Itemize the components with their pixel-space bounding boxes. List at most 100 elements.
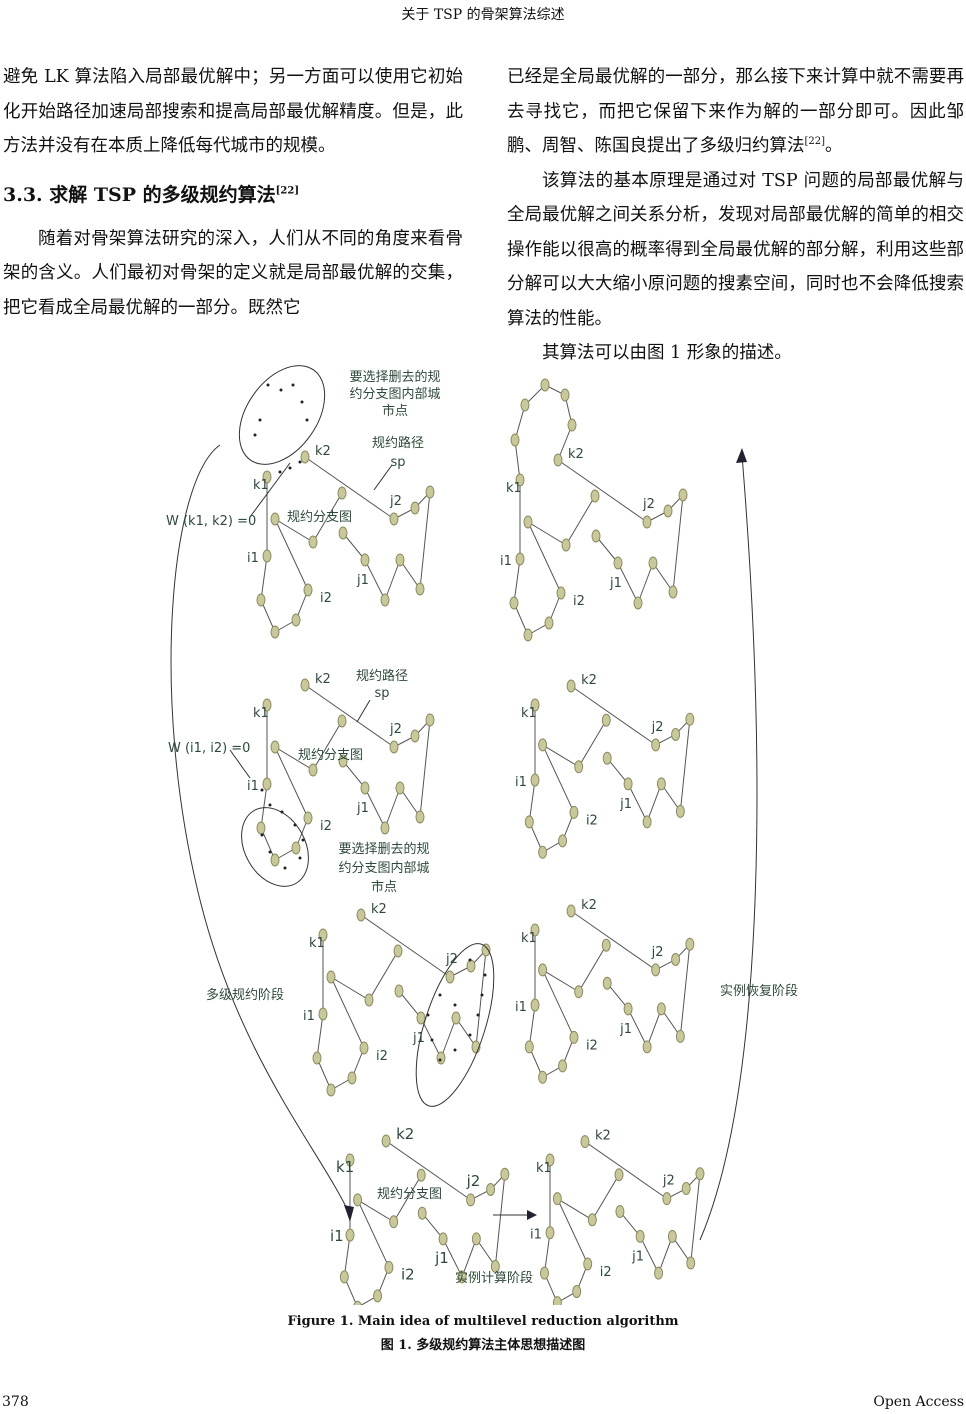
tour-edge bbox=[584, 1141, 668, 1200]
tour-edge bbox=[542, 969, 575, 1038]
tour-edge bbox=[312, 492, 343, 543]
removed-city-dot bbox=[298, 460, 302, 464]
city-node bbox=[520, 398, 530, 412]
city-node bbox=[381, 1134, 391, 1148]
city-node bbox=[338, 754, 348, 768]
node-label-i1: i1 bbox=[515, 1000, 527, 1015]
city-node bbox=[262, 470, 272, 484]
city-node bbox=[312, 1051, 322, 1065]
tour-edge bbox=[357, 1199, 390, 1268]
city-node bbox=[380, 821, 390, 835]
tour-edge bbox=[420, 1017, 442, 1059]
tour-edge bbox=[343, 1234, 351, 1277]
city-node bbox=[515, 552, 525, 566]
city-node bbox=[648, 556, 658, 570]
section-heading: 3.3. 求解 TSP 的多级规约算法[22] bbox=[3, 178, 463, 212]
city-node bbox=[685, 712, 695, 726]
node-label-i2: i2 bbox=[320, 819, 332, 834]
city-node bbox=[436, 1051, 446, 1065]
node-label-k2: k2 bbox=[568, 447, 584, 462]
city-node bbox=[425, 485, 435, 499]
city-node bbox=[523, 515, 533, 529]
stage-restore-arrow bbox=[699, 454, 758, 1241]
tour-edge bbox=[543, 1232, 551, 1274]
city-node bbox=[262, 549, 272, 563]
city-node bbox=[633, 596, 643, 610]
citation[interactable]: [22] bbox=[275, 185, 300, 197]
tour-edge bbox=[455, 1017, 477, 1048]
city-node bbox=[574, 760, 584, 774]
city-node bbox=[451, 1011, 461, 1025]
page-number: 378 bbox=[2, 1394, 29, 1410]
node-label-i2: i2 bbox=[586, 1038, 598, 1053]
city-node bbox=[524, 815, 534, 829]
removed-city-dot bbox=[468, 1033, 472, 1037]
node-label-j1: j1 bbox=[412, 1031, 425, 1046]
paragraph: 其算法可以由图 1 形象的描述。 bbox=[542, 343, 792, 363]
city-node bbox=[389, 740, 399, 754]
city-node bbox=[552, 1296, 562, 1305]
node-label-k1: k1 bbox=[253, 478, 269, 493]
city-node bbox=[662, 1192, 672, 1206]
tour-graph-panel bbox=[509, 378, 688, 642]
city-node bbox=[347, 1071, 357, 1085]
tour-edge bbox=[357, 1199, 394, 1223]
running-header: 关于 TSP 的骨架算法综述 bbox=[401, 7, 565, 23]
removal-ellipse bbox=[415, 943, 495, 1107]
citation[interactable]: [22] bbox=[804, 136, 826, 148]
tour-edge bbox=[364, 559, 386, 601]
city-node bbox=[623, 1002, 633, 1016]
w-i-label: W (i1, i2) =0 bbox=[168, 741, 250, 756]
w-k-pointer bbox=[249, 462, 291, 518]
tour-edge bbox=[658, 1236, 673, 1274]
tour-edge bbox=[421, 1212, 444, 1240]
tour-edge bbox=[639, 1236, 660, 1274]
remove-note-line: 约分支图内部城 bbox=[349, 386, 440, 402]
city-node bbox=[524, 1040, 534, 1054]
tour-edge bbox=[384, 559, 401, 601]
city-node bbox=[481, 943, 491, 957]
city-node bbox=[675, 804, 685, 818]
city-node bbox=[556, 586, 566, 600]
city-node bbox=[671, 952, 681, 966]
city-node bbox=[642, 515, 652, 529]
city-node bbox=[345, 1228, 355, 1242]
tour-edge bbox=[606, 757, 629, 785]
tour-graph-panel bbox=[539, 1135, 705, 1305]
city-node bbox=[538, 963, 548, 977]
tour-edge bbox=[342, 532, 366, 561]
tour-edge bbox=[542, 744, 575, 813]
city-node bbox=[685, 937, 695, 951]
city-node bbox=[561, 538, 571, 552]
tour-graph-panel bbox=[256, 450, 435, 639]
city-node bbox=[515, 473, 525, 487]
city-node bbox=[339, 1270, 349, 1284]
tour-edge bbox=[399, 559, 421, 590]
city-node bbox=[490, 1259, 500, 1273]
city-node bbox=[303, 583, 313, 597]
city-node bbox=[308, 535, 318, 549]
city-node bbox=[587, 1213, 597, 1227]
removed-city-dot bbox=[288, 466, 292, 470]
path-note: 规约路径 bbox=[372, 435, 424, 451]
city-node bbox=[530, 923, 540, 937]
city-node bbox=[256, 821, 266, 835]
city-node bbox=[651, 963, 661, 977]
tour-edge bbox=[690, 1173, 701, 1264]
tour-edge bbox=[360, 914, 451, 978]
node-label-j1: j1 bbox=[619, 797, 632, 812]
city-node bbox=[539, 1266, 549, 1280]
paragraph: 随着对骨架算法研究的深入，人们从不同的角度来看骨架的含义。人们最初对骨架的定义就… bbox=[3, 228, 463, 318]
tour-edge bbox=[385, 1140, 471, 1201]
node-label-k1: k1 bbox=[521, 931, 537, 946]
node-label-k2: k2 bbox=[595, 1129, 611, 1144]
city-node bbox=[544, 616, 554, 630]
paragraph-end: 。 bbox=[825, 136, 843, 156]
city-node bbox=[500, 1167, 510, 1181]
city-node bbox=[338, 526, 348, 540]
node-label-k1: k1 bbox=[506, 481, 522, 496]
removed-city-dot bbox=[268, 850, 272, 854]
tour-edge bbox=[542, 744, 579, 768]
removal-ellipse bbox=[238, 365, 326, 465]
removed-city-dot bbox=[258, 418, 262, 422]
